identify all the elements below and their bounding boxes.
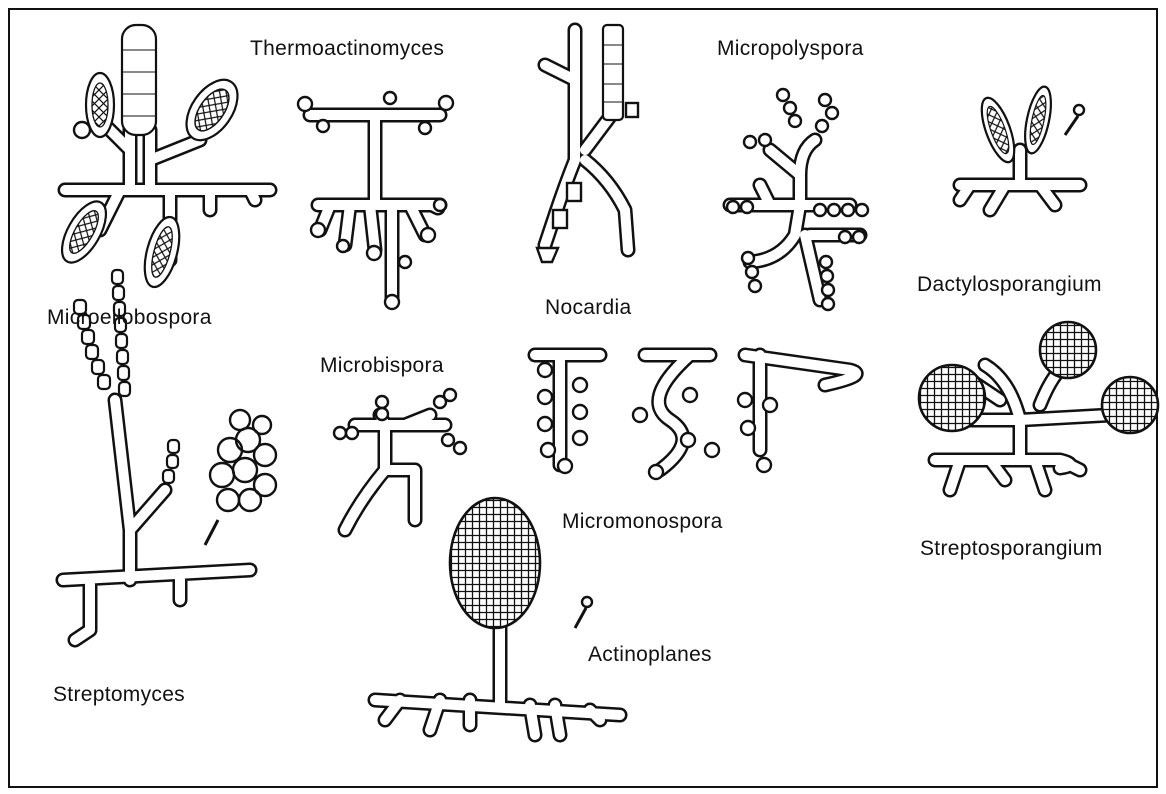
label-actinoplanes: Actinoplanes xyxy=(588,643,712,667)
microellobospora-drawing xyxy=(53,25,270,291)
label-streptosporangium: Streptosporangium xyxy=(920,537,1103,561)
label-micromonospora: Micromonospora xyxy=(562,510,723,534)
streptosporangium-drawing xyxy=(919,322,1158,490)
label-thermoactinomyces: Thermoactinomyces xyxy=(250,37,444,61)
label-microellobospora: Microellobospora xyxy=(47,306,212,330)
microbispora-drawing xyxy=(334,389,466,530)
micromonospora-drawing xyxy=(535,355,856,479)
thermoactinomyces-drawing xyxy=(298,92,453,309)
dactylosporangium-drawing xyxy=(960,84,1084,210)
micropolyspora-drawing xyxy=(727,89,868,310)
label-microbispora: Microbispora xyxy=(320,354,444,378)
label-dactylosporangium: Dactylosporangium xyxy=(917,273,1102,297)
label-streptomyces: Streptomyces xyxy=(53,683,185,707)
nocardia-drawing xyxy=(537,25,638,262)
label-nocardia: Nocardia xyxy=(545,296,631,320)
label-micropolyspora: Micropolyspora xyxy=(717,37,864,61)
